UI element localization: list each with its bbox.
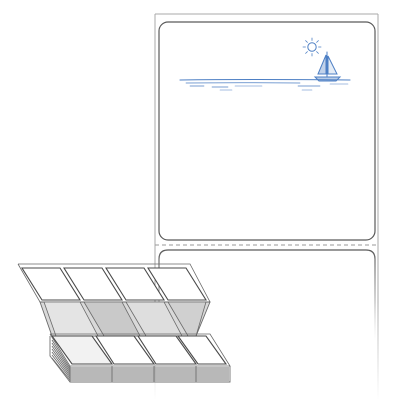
fanfold-top-strip xyxy=(17,263,211,303)
sun-icon xyxy=(302,37,322,57)
fanfold-stack xyxy=(17,263,231,383)
water-line xyxy=(179,78,351,91)
label-artwork xyxy=(179,37,351,91)
fanfold-fold-section xyxy=(39,301,211,337)
label-main xyxy=(158,21,376,241)
label-next xyxy=(158,249,376,340)
fanfold-bottom-strip xyxy=(49,333,231,367)
fanfold-stack-edges xyxy=(49,336,231,383)
